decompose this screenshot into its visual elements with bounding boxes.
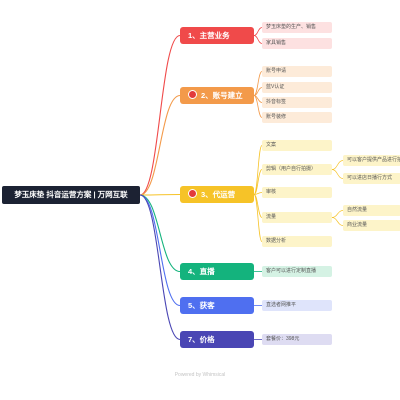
branch-label: 4、直播 [188,267,215,276]
leaf-production-sales[interactable]: 梦玉床垫的生产、销售 [262,22,332,33]
branch-label: 1、主营业务 [188,31,230,40]
branch-label: 5、获客 [188,301,215,310]
connector-root-branch [139,194,181,307]
leaf-package-price[interactable]: 套餐价：398元 [262,334,332,345]
leaf-account-decoration[interactable]: 账号装修 [262,112,332,123]
leaf-editing[interactable]: 剪辑（用户自行拍摄） [262,164,332,175]
connector-branch-leaf [253,169,263,195]
red-dot-icon [188,90,197,99]
leaf-traffic[interactable]: 流量 [262,212,332,223]
branch-label: 2、账号建立 [201,91,243,100]
leaf-douyin-tags[interactable]: 抖音标签 [262,97,332,108]
leaf-blue-v-verification[interactable]: 蓝V认证 [262,82,332,93]
leaf-acquisition-platform[interactable]: 直选者网推平 [262,300,332,311]
branch-label: 7、价格 [188,335,215,344]
connector-branch-leaf [253,192,263,195]
connector-branch-leaf [253,145,263,195]
connector-branch-leaf [253,194,263,242]
watermark: Powered by Whimsical [174,372,226,378]
connector-root-branch [139,193,181,196]
connector-leaf-subleaf [331,169,344,179]
leaf-data-analysis[interactable]: 数据分析 [262,236,332,247]
leaf-organic-traffic[interactable]: 自然流量 [343,205,400,216]
connector-branch-leaf [253,35,263,44]
branch-main-business[interactable]: 1、主营业务 [180,27,254,44]
leaf-custom-livestream[interactable]: 客户可以进行定制直播 [262,266,332,277]
branch-customer-acquisition[interactable]: 5、获客 [180,297,254,314]
leaf-copywriting[interactable]: 文案 [262,140,332,151]
connector-branch-leaf [253,95,263,118]
branch-livestream[interactable]: 4、直播 [180,263,254,280]
connector-root-branch [139,194,181,273]
connector-root-branch [139,34,181,196]
red-dot-icon [188,189,197,198]
connector-leaf-subleaf [331,160,344,170]
connector-leaf-subleaf [331,217,344,226]
root-topic[interactable]: 梦玉床垫 抖音运营方案 | 万网互联 [2,186,140,204]
leaf-furniture-sales[interactable]: 家具销售 [262,38,332,49]
connector-root-branch [139,94,181,196]
leaf-account-application[interactable]: 账号申请 [262,66,332,77]
connector-leaf-subleaf [331,210,344,218]
leaf-review[interactable]: 审核 [262,187,332,198]
branch-price[interactable]: 7、价格 [180,331,254,348]
branch-label: 3、代运营 [201,190,236,199]
leaf-paid-traffic[interactable]: 商业流量 [343,220,400,231]
leaf-in-store-daily-stream[interactable]: 可以进店日播行方式 [343,173,400,184]
connector-root-branch [139,194,181,341]
connector-branch-leaf [253,27,263,36]
branch-agency-operation[interactable]: 3、代运营 [180,186,254,203]
connector-branch-leaf [253,71,263,96]
branch-account-setup[interactable]: 2、账号建立 [180,87,254,104]
leaf-client-product-shoot[interactable]: 可以客户提供产品进行拍摄 [343,155,400,166]
